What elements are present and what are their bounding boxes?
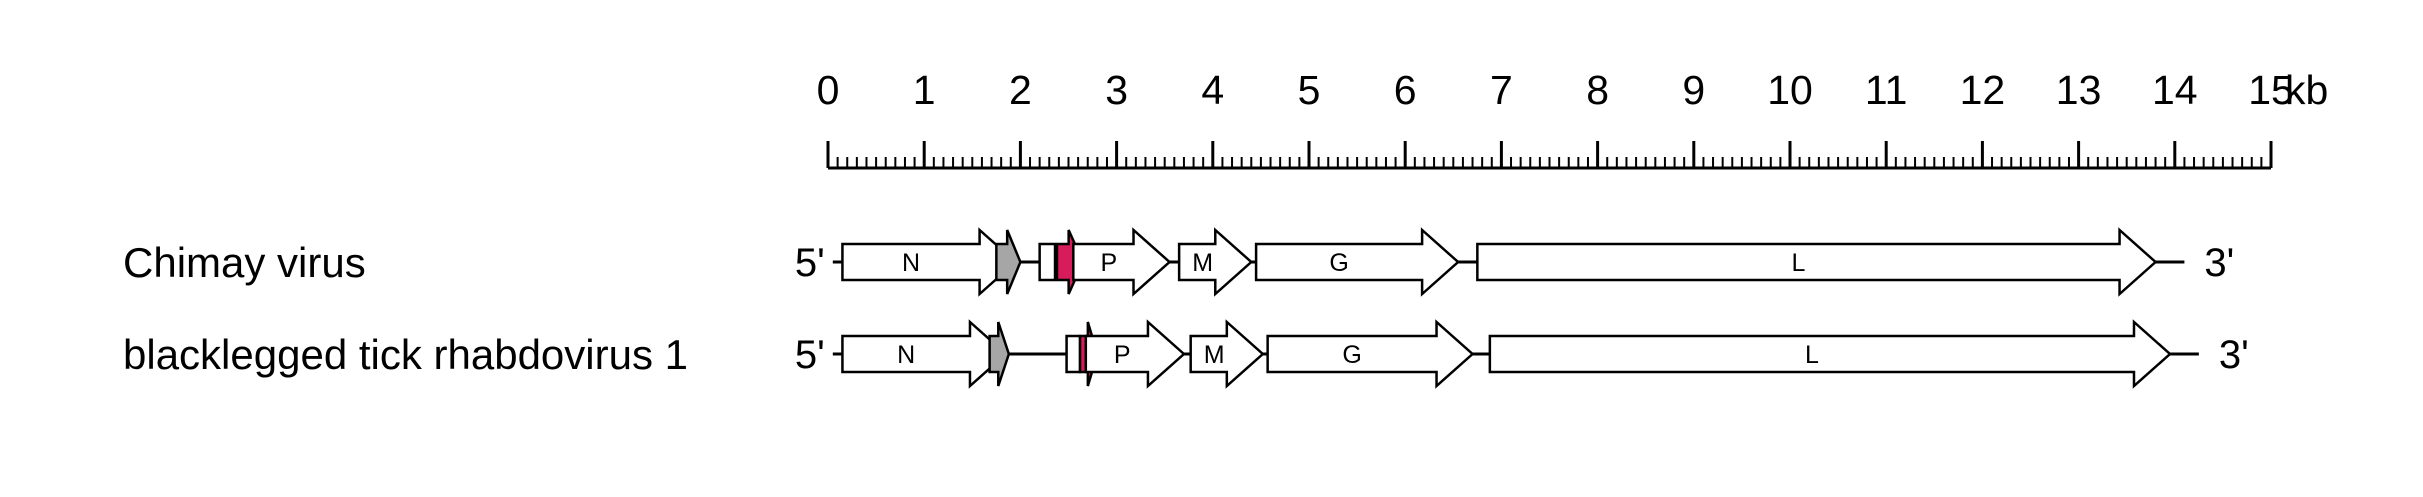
gene-n-arrow [841,227,1018,297]
scale-tick-label: 5 [1298,67,1321,113]
genome-row: blacklegged tick rhabdovirus 1 5' 3' N P M G L [123,319,2249,389]
scale-tick-label: 0 [817,67,840,113]
gene-label: G [1329,249,1348,277]
three-prime-label: 3' [2204,241,2234,285]
gene-label: L [1805,341,1819,369]
five-prime-label: 5' [795,241,825,285]
gene-label: G [1342,341,1361,369]
scale-tick-label: 1 [913,67,936,113]
gene-label: L [1792,249,1806,277]
scale-tick-label: 6 [1394,67,1417,113]
gene-label: P [1114,341,1131,369]
gene-label: P [1100,249,1117,277]
gene-label: N [902,249,920,277]
scale-tick-label: 13 [2056,67,2102,113]
gene-m-arrow [1177,227,1254,297]
genome-row: Chimay virus 5' 3' N P M G L [123,227,2234,297]
scale-tick-label: 11 [1865,67,1908,113]
accessory-orf-arrow [1065,334,1082,374]
scale-tick-label: 9 [1682,67,1705,113]
gene-label: M [1204,341,1225,369]
accessory-orf-arrow [988,321,1011,387]
scale-tick-label: 10 [1767,67,1813,113]
scale-tick-label: 2 [1009,67,1032,113]
gene-n-arrow [841,319,1008,389]
scale-tick-label: 3 [1105,67,1128,113]
scale-tick-label: 12 [1960,67,2006,113]
genome-name: Chimay virus [123,239,366,286]
scale-tick-label: 7 [1490,67,1513,113]
gene-g-arrow [1254,227,1460,297]
scale-tick-label: 15 [2248,67,2294,113]
gene-g-arrow [1266,319,1475,389]
gene-label: N [897,341,915,369]
gene-p-arrow [1084,319,1186,389]
accessory-orf-arrow [1038,242,1057,282]
accessory-orf-arrow [995,229,1022,295]
three-prime-label: 3' [2219,333,2249,377]
gene-label: M [1192,249,1213,277]
scale-unit-label: kb [2285,67,2328,113]
scale-tick-label: 8 [1586,67,1609,113]
five-prime-label: 5' [795,333,825,377]
gene-l-arrow [1476,227,2158,297]
gene-p-arrow [1072,227,1172,297]
genome-name: blacklegged tick rhabdovirus 1 [123,331,688,378]
gene-m-arrow [1189,319,1265,389]
gene-l-arrow [1488,319,2172,389]
scale-tick-label: 14 [2152,67,2198,113]
scale-tick-label: 4 [1201,67,1224,113]
